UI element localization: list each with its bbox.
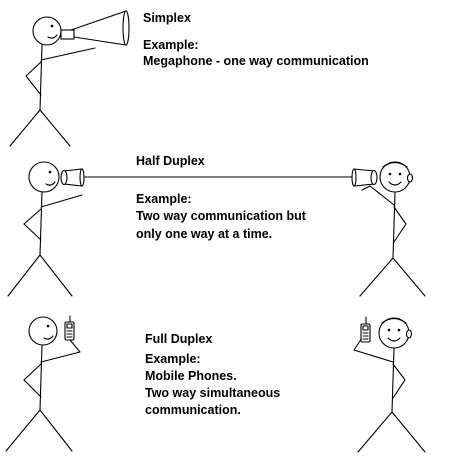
eye-icon [48,170,52,174]
ear-icon [406,173,414,183]
half-duplex-title: Half Duplex [136,154,205,168]
simplex-example-line: Megaphone - one way communication [143,54,369,68]
arm-line [40,339,81,363]
leg-line [7,254,41,297]
ear-icon [405,329,413,339]
arm-line [40,47,96,61]
leg-line [359,257,394,297]
arm-line [40,194,83,208]
eye-icon [388,172,392,176]
arm-line [23,363,42,398]
stick-figure-right-half-duplex [359,161,426,297]
leg-line [392,257,426,297]
eye-icon [397,328,401,332]
arm-line [25,61,42,96]
half-duplex-example-line: Two way communication but [136,209,307,223]
mouth-icon [388,181,402,186]
megaphone-icon [60,10,130,46]
leg-line [39,409,73,452]
mouth-icon [45,181,56,186]
half-duplex-panel: Half Duplex Example: Two way communicati… [7,154,426,297]
leg-line [39,109,71,147]
head-icon [28,316,58,346]
body-line [39,44,43,111]
arm-line [23,208,42,241]
half-duplex-example-heading: Example: [136,192,192,206]
full-duplex-example-line: Mobile Phones. [145,369,237,383]
arm-line [361,185,395,206]
half-duplex-example-line: only one way at a time. [136,227,272,241]
mouth-icon [47,34,58,39]
head-icon [32,16,62,46]
body-line [39,344,43,411]
arm-line [353,337,394,363]
hair-icon [382,161,408,168]
full-duplex-title: Full Duplex [145,332,212,346]
eye-icon [398,172,402,176]
leg-line [357,411,393,453]
tin-can-icon [60,168,85,187]
body-line [39,191,43,256]
stick-figure-left-full-duplex [5,316,81,452]
arm-line [392,363,406,399]
arm-line [393,206,407,243]
head-icon [28,161,60,193]
mouth-icon [43,335,54,340]
leg-line [39,254,73,297]
hair-icon [381,317,407,324]
full-duplex-panel: Full Duplex Example: Mobile Phones. Two … [5,315,426,453]
eye-icon [387,328,391,332]
stick-figure-right-full-duplex [353,317,426,453]
full-duplex-example-heading: Example: [145,352,201,366]
body-line [391,347,395,413]
mobile-phone-icon [360,316,371,343]
stick-figure-left-half-duplex [7,161,83,297]
leg-line [391,411,426,453]
simplex-panel: Simplex Example: Megaphone - one way com… [9,10,369,147]
eye-icon [50,24,54,28]
leg-line [9,109,41,147]
full-duplex-example-line: Two way simultaneous [145,386,280,400]
tin-can-icon [351,168,378,187]
simplex-example-heading: Example: [143,38,199,52]
eye-icon [46,324,50,328]
mouth-icon [387,337,401,342]
simplex-title: Simplex [143,11,191,25]
leg-line [5,409,41,452]
body-line [392,191,396,259]
full-duplex-example-line: communication. [145,403,241,417]
mobile-phone-icon [64,315,75,341]
